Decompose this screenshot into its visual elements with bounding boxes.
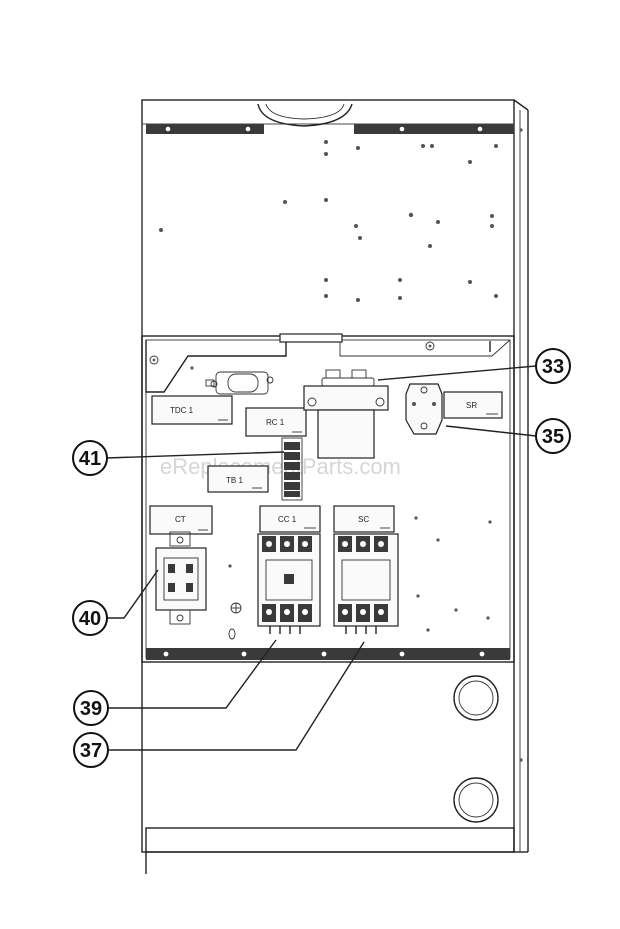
callout-37-text: 37	[80, 740, 102, 762]
compressor-contactor: CC 1	[257, 505, 321, 634]
callout-37: 37	[73, 732, 109, 768]
callout-35-text: 35	[542, 426, 564, 448]
callout-41-text: 41	[79, 448, 101, 470]
top-panel	[141, 103, 515, 337]
rc-label: RC 1	[266, 418, 285, 427]
terminal-block: TB 1	[207, 437, 303, 501]
tdc-label: TDC 1	[170, 406, 194, 415]
ct-module: CT	[149, 505, 213, 625]
callout-35: 35	[535, 418, 571, 454]
rc-module: RC 1	[245, 407, 307, 437]
time-delay-bracket	[205, 371, 274, 395]
callout-41: 41	[72, 440, 108, 476]
lower-knockouts	[453, 675, 499, 823]
cc-label: CC 1	[278, 515, 297, 524]
callout-40-text: 40	[79, 608, 101, 630]
start-relay: SR	[405, 383, 503, 435]
callout-33: 33	[535, 348, 571, 384]
callout-33-text: 33	[542, 356, 564, 378]
cabinet-outline	[141, 99, 529, 874]
callout-40: 40	[72, 600, 108, 636]
leader-lines	[105, 365, 537, 751]
sr-label: SR	[466, 401, 477, 410]
start-contactor: SC	[333, 505, 399, 634]
control-box	[141, 333, 515, 663]
tdc-module: TDC 1	[151, 395, 233, 425]
sc-label: SC	[358, 515, 369, 524]
ct-label: CT	[175, 515, 186, 524]
transformer-component	[303, 369, 389, 459]
callout-39: 39	[73, 690, 109, 726]
tb-label: TB 1	[226, 476, 243, 485]
callout-39-text: 39	[80, 698, 102, 720]
